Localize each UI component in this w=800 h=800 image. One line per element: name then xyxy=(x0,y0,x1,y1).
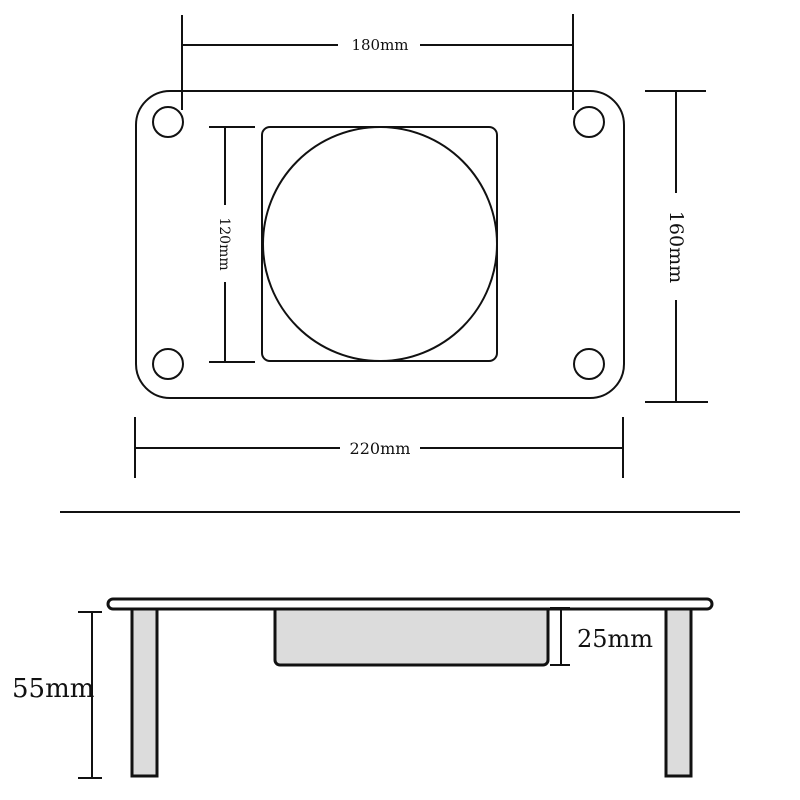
hole-spacing-label: 180mm xyxy=(351,36,408,54)
mount-hole-top-right xyxy=(573,106,605,138)
fan-circle xyxy=(262,126,498,362)
mount-hole-top-left xyxy=(152,106,184,138)
plate-width-label: 220mm xyxy=(350,439,411,458)
dimension-plate-height: 160mm xyxy=(645,90,708,403)
plate-outline xyxy=(135,90,625,399)
dimension-total-height: 55mm xyxy=(12,611,102,779)
dimension-plate-width: 220mm xyxy=(134,417,624,478)
top-plate-side xyxy=(106,597,714,611)
mount-hole-bottom-left xyxy=(152,348,184,380)
left-leg xyxy=(130,607,159,778)
fan-size-label: 120mm xyxy=(216,217,232,270)
top-view: 180mm 120mm 160mm 220mm xyxy=(134,14,708,478)
fan-block xyxy=(273,602,550,667)
side-view: 55mm 25mm xyxy=(12,597,714,779)
fan-depth-label: 25mm xyxy=(577,625,653,653)
dimension-fan-depth: 25mm xyxy=(550,607,653,666)
right-leg xyxy=(664,607,693,778)
total-height-label: 55mm xyxy=(12,674,94,704)
dimension-fan-size: 120mm xyxy=(209,126,255,363)
plate-height-label: 160mm xyxy=(665,211,687,283)
dimension-hole-spacing: 180mm xyxy=(181,14,574,110)
mount-hole-bottom-right xyxy=(573,348,605,380)
